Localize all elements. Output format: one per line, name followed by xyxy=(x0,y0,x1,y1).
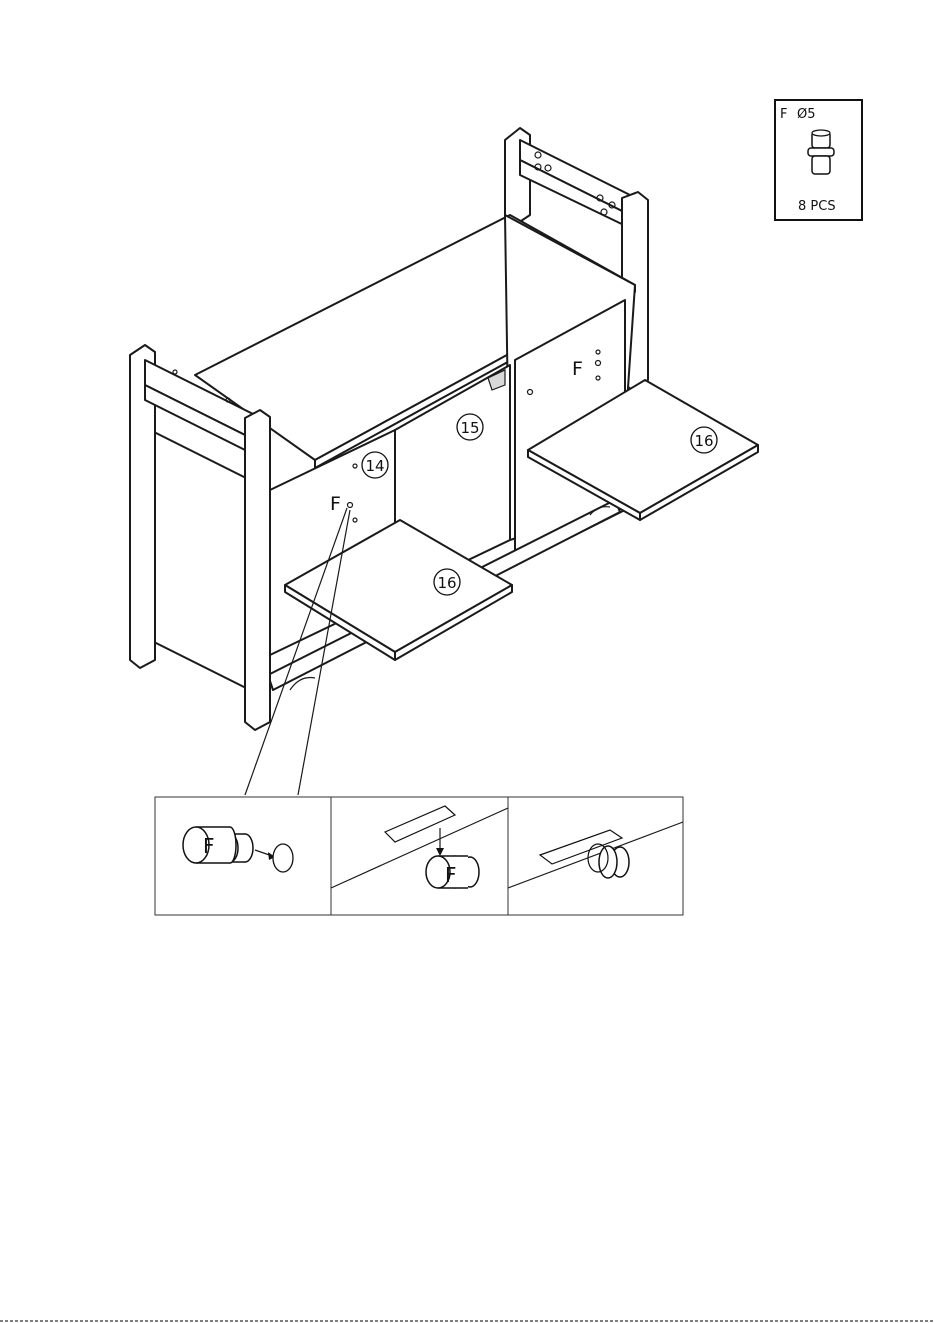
callout-15: 15 xyxy=(457,414,483,440)
step1-letter: F xyxy=(203,834,215,858)
cabinet-drawing xyxy=(130,128,758,795)
step2-letter: F xyxy=(445,863,457,887)
hardware-letter: F xyxy=(780,107,787,122)
hardware-diameter: Ø5 xyxy=(797,107,816,122)
callout-15-label: 15 xyxy=(460,419,479,437)
callout-16-right: 16 xyxy=(691,427,717,453)
shelf-pin-icon xyxy=(808,130,834,174)
callout-16-lower: 16 xyxy=(434,569,460,595)
callout-14: 14 xyxy=(362,452,388,478)
callout-14-label: 14 xyxy=(365,457,384,475)
hardware-quantity: 8 PCS xyxy=(798,199,836,214)
hole-label-right: F xyxy=(572,358,583,380)
callout-16-right-label: 16 xyxy=(694,432,713,450)
hole-label-left: F xyxy=(330,493,341,515)
callout-16-lower-label: 16 xyxy=(437,574,456,592)
hardware-box: F Ø5 8 PCS xyxy=(775,100,862,220)
